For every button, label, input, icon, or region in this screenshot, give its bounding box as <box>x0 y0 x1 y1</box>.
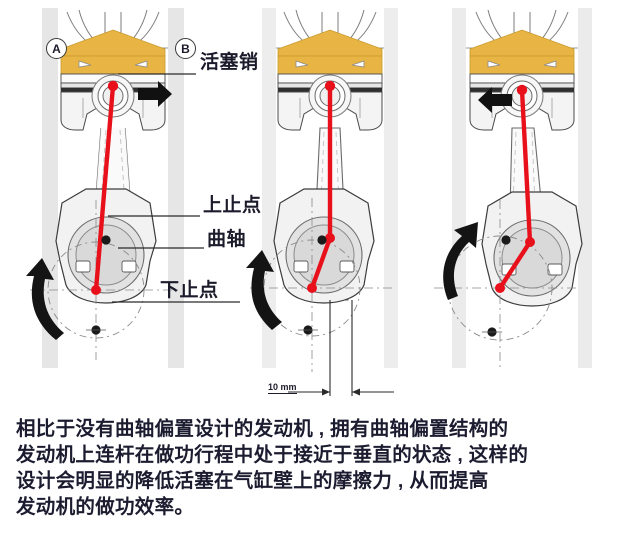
callout-marker-b: B <box>175 38 196 59</box>
crank-rotation-arrow-icon <box>26 258 64 340</box>
crank-rotation-arrow-icon <box>443 222 478 300</box>
caption-line-4: 发动机的做功效率。 <box>16 496 195 518</box>
offset-dimension-arrows <box>288 388 394 396</box>
callout-marker-a: A <box>46 38 67 59</box>
rod-axis-middle <box>307 80 336 293</box>
engine-panel-left <box>26 8 184 368</box>
rod-axis-right <box>495 84 535 293</box>
label-bottom-dead-center: 下止点 <box>160 280 219 301</box>
engine-panel-right <box>434 8 592 368</box>
diagram-area: 活塞销 上止点 曲轴 下止点 10 mm A B <box>26 8 592 396</box>
top-dead-center-point-icon <box>101 235 111 245</box>
caption-block: 相比于没有曲轴偏置设计的发动机 , 拥有曲轴偏置结构的 发动机上连杆在做功行程中… <box>0 406 620 539</box>
crank-rotation-arrow-icon <box>246 250 282 330</box>
offset-dimension-label: 10 mm <box>268 382 297 394</box>
piston-thrust-arrow-left-icon <box>478 87 512 113</box>
engine-panel-middle <box>246 8 398 396</box>
caption-line-2: 发动机上连杆在做功行程中处于接近于垂直的状态 , 这样的 <box>16 444 529 466</box>
label-top-dead-center: 上止点 <box>203 195 262 216</box>
caption-line-3: 设计会明显的降低活塞在气缸壁上的摩擦力 , 从而提高 <box>16 470 489 492</box>
rod-axis-left <box>91 80 119 295</box>
piston-thrust-arrow-right-icon <box>138 81 172 107</box>
engine-cross-sections <box>26 8 592 396</box>
label-piston-pin: 活塞销 <box>200 52 259 73</box>
label-crankshaft: 曲轴 <box>207 229 247 250</box>
label-leader-lines <box>108 73 240 303</box>
caption-line-1: 相比于没有曲轴偏置设计的发动机 , 拥有曲轴偏置结构的 <box>16 418 509 440</box>
